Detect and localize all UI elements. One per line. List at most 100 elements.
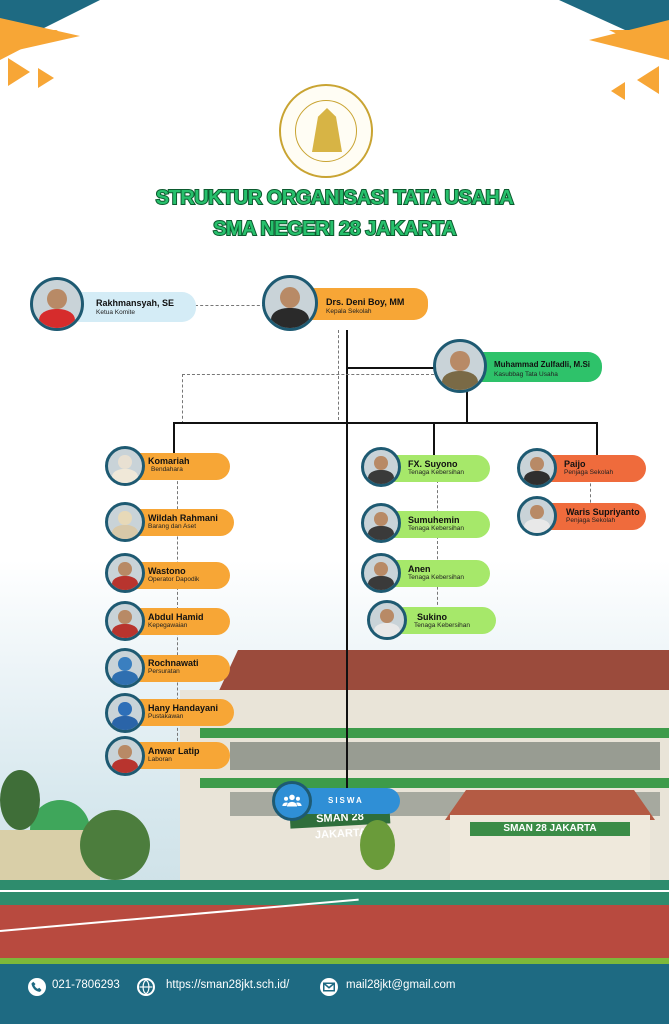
avatar-body (112, 469, 138, 483)
connector-kasubbag-down (466, 390, 468, 423)
avatar (30, 277, 84, 331)
avatar (105, 601, 145, 641)
avatar-body (368, 576, 394, 590)
person-role: Bendahara (151, 466, 183, 473)
avatar-body (38, 308, 76, 328)
avatar-head (118, 702, 132, 717)
card-pill (133, 699, 234, 726)
person-name: Anwar Latip (148, 746, 200, 756)
person-name: FX. Suyono (408, 459, 458, 469)
avatar (105, 446, 145, 486)
corner-decoration (8, 58, 30, 86)
person-role: Laboran (148, 756, 172, 763)
person-name: Paijo (564, 459, 586, 469)
avatar (262, 275, 318, 331)
avatar-head (47, 288, 67, 309)
users-icon-circle (272, 781, 312, 821)
connector-right-column (590, 478, 591, 508)
connector-left-branch (173, 422, 175, 454)
footer-email[interactable]: mail28jkt@gmail.com (346, 979, 456, 991)
sports-court-track (0, 905, 669, 960)
avatar-body (524, 519, 550, 533)
page-title-line-2: SMA NEGERI 28 JAKARTA (212, 217, 457, 241)
card-pill (390, 455, 490, 482)
school-logo (279, 84, 373, 178)
avatar-body (441, 370, 479, 390)
connector-kasubbag (346, 367, 434, 369)
avatar-head (374, 456, 388, 471)
card-pill (298, 788, 400, 814)
avatar (105, 553, 145, 593)
avatar-body (112, 759, 138, 773)
corner-decoration (0, 30, 58, 60)
phone-glyph (31, 981, 42, 992)
globe-glyph (139, 980, 153, 994)
card-pill (308, 288, 428, 320)
card-pill (133, 453, 230, 480)
users-icon (282, 794, 302, 807)
card-pill (133, 509, 234, 536)
school-sign: SMAN 28 JAKARTA (470, 822, 630, 836)
avatar-body (112, 671, 138, 685)
avatar (361, 553, 401, 593)
footer-accent (0, 958, 669, 964)
card-pill (133, 608, 230, 635)
connector-komite (195, 305, 265, 306)
globe-icon (137, 978, 155, 996)
person-role: Penjaga Sekolah (566, 517, 616, 524)
school-balcony (200, 778, 669, 788)
avatar (361, 447, 401, 487)
card-pill (546, 503, 646, 530)
court-line (0, 890, 669, 892)
avatar-body (112, 624, 138, 638)
avatar-head (530, 505, 544, 520)
person-role: Ketua Komite (96, 309, 136, 316)
connector-dashed (182, 374, 434, 375)
logo-ring (295, 100, 357, 162)
phone-icon (28, 978, 46, 996)
avatar-body (112, 716, 138, 730)
connector-horizontal (173, 422, 598, 424)
avatar-body (374, 623, 400, 637)
corner-decoration (611, 82, 625, 100)
person-name: Sumuhemin (408, 515, 460, 525)
person-name: Muhammad Zulfadli, M.Si (494, 360, 591, 369)
avatar-body (368, 470, 394, 484)
mail-glyph (323, 982, 335, 992)
card-pill (78, 292, 196, 322)
siswa-label: SISWA (328, 796, 364, 805)
connector-right-branch (596, 422, 598, 455)
tree (0, 770, 40, 830)
card-pill (390, 560, 490, 587)
avatar-head (374, 562, 388, 577)
card-pill (133, 562, 230, 589)
person-name: Abdul Hamid (148, 612, 204, 622)
avatar-body (271, 308, 309, 328)
person-role: Tenaga Kebersihan (408, 574, 465, 581)
connector-middle-branch (433, 422, 435, 458)
avatar-head (118, 562, 132, 577)
avatar-body (524, 471, 550, 485)
tree (360, 820, 395, 870)
page-title-line-1: STRUKTUR ORGANISASI TATA USAHA (155, 186, 515, 210)
avatar-head (380, 609, 394, 624)
footer-phone[interactable]: 021-7806293 (52, 979, 120, 991)
footer-website[interactable]: https://sman28jkt.sch.id/ (166, 979, 290, 991)
card-pill (390, 511, 490, 538)
avatar (517, 448, 557, 488)
person-name: Sukino (417, 612, 448, 622)
avatar-head (118, 745, 132, 760)
person-name: Drs. Deni Boy, MM (326, 297, 405, 307)
card-pill (546, 455, 646, 482)
avatar (105, 502, 145, 542)
person-name: Anen (408, 564, 431, 574)
avatar (433, 339, 487, 393)
person-role: Tenaga Kebersihan (408, 469, 465, 476)
avatar (105, 693, 145, 733)
tree (80, 810, 150, 880)
corner-decoration (38, 68, 54, 88)
avatar (105, 736, 145, 776)
avatar-head (450, 350, 470, 371)
avatar-body (112, 525, 138, 539)
school-windows (230, 742, 660, 770)
